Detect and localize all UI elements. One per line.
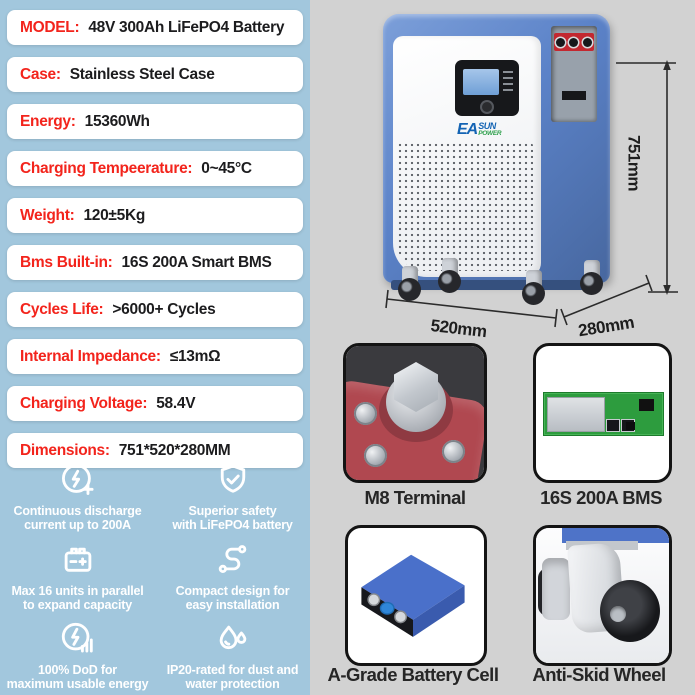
spec-row: Weight: 120±5Kg: [7, 198, 303, 233]
feature-text-line: water protection: [185, 677, 280, 692]
bms-board-photo: [533, 343, 672, 483]
feature-item: IP20-rated for dust and water protection: [157, 620, 309, 692]
spec-value: Stainless Steel Case: [69, 66, 215, 83]
spec-list: MODEL: 48V 300Ah LiFePO4 Battery Case: S…: [7, 10, 303, 480]
spec-value: 751*520*280MM: [118, 442, 231, 459]
feature-grid: Continuous discharge current up to 200A …: [0, 451, 310, 692]
battery-cell-photo: [345, 525, 487, 666]
screw: [442, 440, 465, 463]
spec-row: Dimensions: 751*520*280MM: [7, 433, 303, 468]
spec-label: Case:: [20, 66, 65, 83]
battery-terminal-strip: [554, 33, 594, 51]
caster-wheel: [519, 270, 549, 308]
battery-button: [482, 102, 492, 112]
battery-lcd-screen: [463, 69, 499, 95]
spec-row: MODEL: 48V 300Ah LiFePO4 Battery: [7, 10, 303, 45]
logo-power-text: POWER: [478, 130, 502, 137]
battery-vent-pattern: [397, 142, 533, 271]
spec-value: 58.4V: [156, 395, 196, 412]
spec-label: Charging Tempeerature:: [20, 160, 197, 177]
battery-terminal-recess: [551, 26, 597, 122]
feature-item: Max 16 units in parallel to expand capac…: [2, 541, 154, 613]
bms-pcb: [543, 392, 664, 436]
caster-tire: [600, 580, 660, 642]
feature-text-line: to expand capacity: [23, 597, 132, 612]
rj45-port: [606, 419, 620, 432]
spec-row: Internal Impedance: ≤13mΩ: [7, 339, 303, 374]
spec-label: Internal Impedance:: [20, 348, 165, 365]
screw: [354, 402, 377, 425]
feature-text-line: Superior safety: [188, 504, 277, 518]
spec-label: Energy:: [20, 113, 80, 130]
prismatic-cell-drawing: [361, 554, 465, 637]
spec-value: 15360Wh: [84, 113, 150, 130]
feature-text-line: with LiFePO4 battery: [172, 518, 293, 533]
spec-row: Charging Voltage: 58.4V: [7, 386, 303, 421]
battery-parallel-icon: [59, 541, 97, 579]
caster-wheel: [435, 258, 465, 296]
feature-item: Continuous discharge current up to 200A: [2, 461, 154, 533]
spec-label: Charging Voltage:: [20, 395, 152, 412]
spec-row: Cycles Life: >6000+ Cycles: [7, 292, 303, 327]
feature-text-line: maximum usable energy: [6, 677, 149, 692]
feature-item: Compact design for easy installation: [157, 541, 309, 613]
hex-bolt: [394, 362, 438, 412]
feature-item: 100% DoD for maximum usable energy: [2, 620, 154, 692]
card-label-battery-cell: A-Grade Battery Cell: [327, 664, 499, 685]
depth-dimension-label: 280mm: [577, 313, 636, 341]
spec-value: 16S 200A Smart BMS: [121, 254, 272, 271]
spec-row: Charging Tempeerature: 0~45°C: [7, 151, 303, 186]
m8-terminal-photo: [343, 343, 487, 483]
feature-text-line: IP20-rated for dust and: [166, 663, 299, 677]
spec-row: Energy: 15360Wh: [7, 104, 303, 139]
dod-lightning-bars-icon: [59, 620, 97, 658]
caster-wheel: [577, 260, 607, 298]
spec-label: MODEL:: [20, 19, 84, 36]
width-dimension-label: 520mm: [430, 316, 488, 341]
feature-text-line: current up to 200A: [24, 518, 131, 533]
battery-indicator-leds: [503, 71, 513, 91]
spec-value: ≤13mΩ: [169, 348, 221, 365]
route-path-icon: [214, 541, 252, 579]
logo-ea-text: EA: [457, 121, 478, 138]
card-label-m8-terminal: M8 Terminal: [364, 487, 466, 508]
height-dimension-label: 751mm: [625, 135, 644, 191]
spec-label: Dimensions:: [20, 442, 114, 459]
feature-text-line: 100% DoD for: [38, 663, 117, 677]
battery-breaker-slot: [562, 91, 586, 100]
spec-value: >6000+ Cycles: [112, 301, 216, 318]
anti-skid-wheel-photo: [533, 525, 672, 666]
spec-value: 48V 300Ah LiFePO4 Battery: [88, 19, 285, 36]
battery-base: [391, 280, 602, 290]
discharge-lightning-plus-icon: [59, 461, 97, 499]
logo-sun-text: SUN: [478, 121, 496, 131]
screw: [364, 444, 387, 467]
spec-value: 0~45°C: [201, 160, 252, 177]
spec-panel: MODEL: 48V 300Ah LiFePO4 Battery Case: S…: [0, 0, 310, 695]
feature-item: Superior safety with LiFePO4 battery: [157, 461, 309, 533]
feature-text-line: Compact design for: [175, 583, 290, 598]
caster-wheel: [395, 266, 425, 304]
feature-text-line: Max 16 units in parallel: [11, 583, 144, 598]
card-label-anti-skid-wheel: Anti-Skid Wheel: [532, 664, 666, 685]
feature-text-line: easy installation: [185, 597, 280, 612]
spec-value: 120±5Kg: [83, 207, 146, 224]
spec-row: Bms Built-in: 16S 200A Smart BMS: [7, 245, 303, 280]
caster-hub: [610, 606, 626, 622]
feature-text-line: Continuous discharge: [13, 504, 142, 518]
spec-label: Weight:: [20, 207, 79, 224]
spec-label: Cycles Life:: [20, 301, 108, 318]
spec-label: Bms Built-in:: [20, 254, 117, 271]
spec-row: Case: Stainless Steel Case: [7, 57, 303, 92]
water-drops-icon: [214, 620, 252, 658]
chip: [639, 399, 654, 411]
shield-check-icon: [214, 461, 252, 499]
battery-display-panel: [455, 60, 519, 116]
card-label-bms: 16S 200A BMS: [540, 487, 662, 508]
